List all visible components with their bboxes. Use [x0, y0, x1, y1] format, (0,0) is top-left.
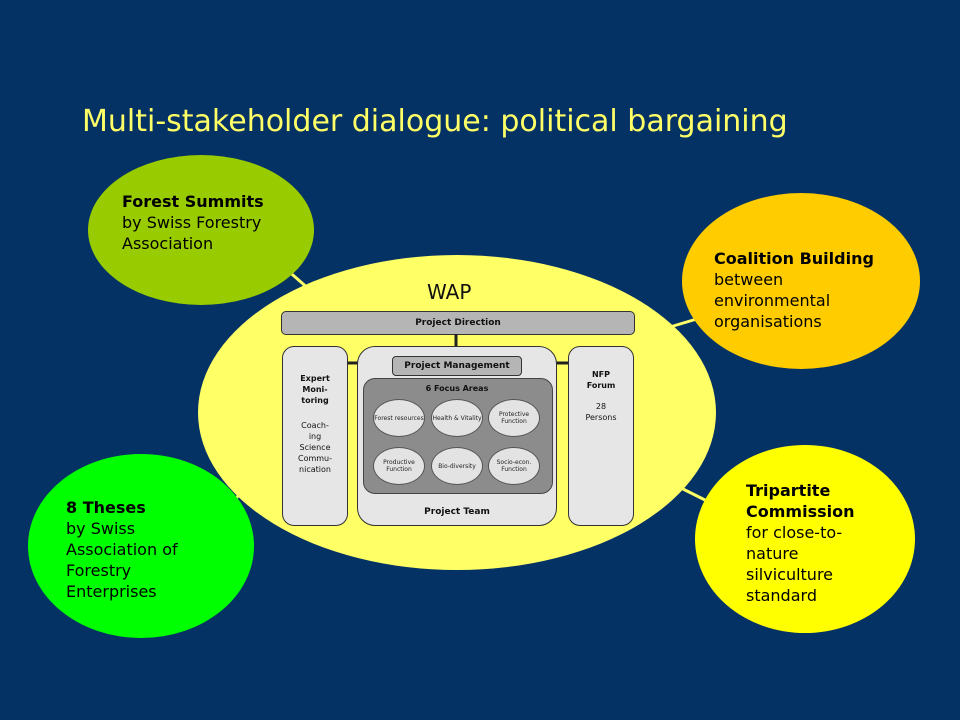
expert-monitoring-box: Expert Moni- toring Coach- ing Science C…: [282, 346, 348, 526]
focus-area-productive-function: Productive Function: [373, 447, 425, 485]
coalition-building-ellipse: [682, 193, 920, 369]
theses-ellipse: [28, 454, 254, 638]
page-title: Multi-stakeholder dialogue: political ba…: [82, 104, 788, 139]
project-management-bar: Project Management: [392, 356, 522, 376]
project-direction-bar: Project Direction: [281, 311, 635, 335]
focus-area-protective-function: Protective Function: [488, 399, 540, 437]
theses-text: 8 Theses by Swiss Association of Forestr…: [66, 498, 178, 601]
focus-area-socio-economic-function: Socio-econ. Function: [488, 447, 540, 485]
forest-summits-text: Forest Summits by Swiss Forestry Associa…: [122, 192, 264, 253]
forest-summits-ellipse: [88, 155, 314, 305]
focus-area-biodiversity: Bio-diversity: [431, 447, 483, 485]
focus-area-forest-resources: Forest resources: [373, 399, 425, 437]
coalition-building-text: Coalition Building between environmental…: [714, 249, 874, 331]
project-team-label: Project Team: [424, 507, 490, 517]
focus-areas-title: 6 Focus Areas: [425, 384, 489, 393]
wap-label: WAP: [427, 280, 472, 304]
tripartite-ellipse: [695, 445, 915, 633]
nfp-forum-box: NFP Forum 28 Persons: [568, 346, 634, 526]
focus-area-health-vitality: Health & Vitality: [431, 399, 483, 437]
tripartite-text: Tripartite Commission for close-to- natu…: [746, 481, 855, 605]
